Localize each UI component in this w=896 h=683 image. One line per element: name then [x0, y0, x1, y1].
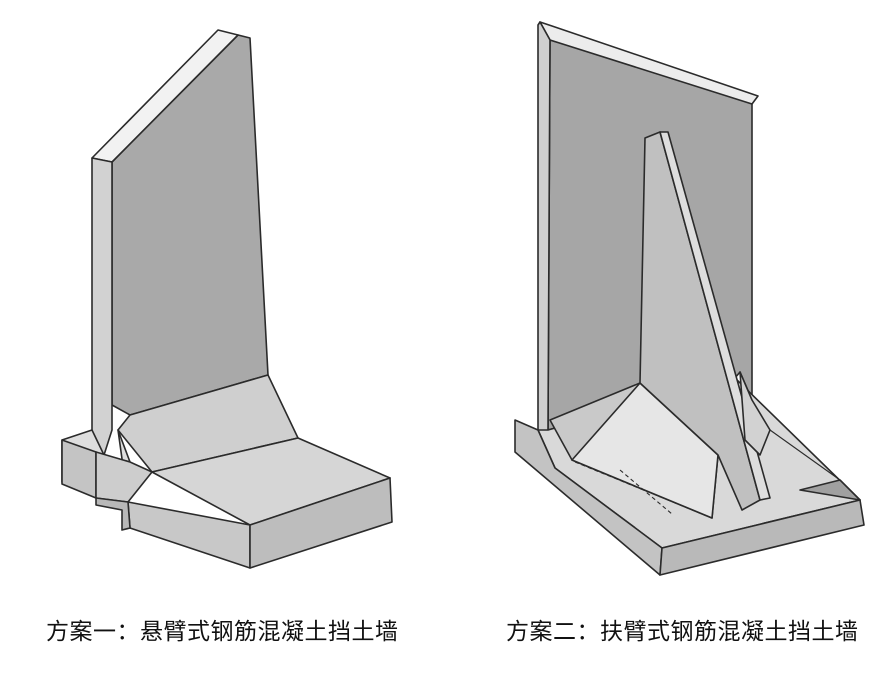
cantilever-stem-front-face	[91, 157, 113, 456]
cantilever-heel-joint-line	[151, 437, 299, 473]
counterfort-wall-front-face	[537, 21, 551, 456]
counterfort-right-haunch-face	[739, 371, 771, 456]
counterfort-corner-bevel-face	[799, 479, 861, 501]
cantilever-base-side-face	[249, 477, 393, 569]
counterfort-base-right-face	[659, 499, 865, 576]
counterfort-wall-caption: 方案二：扶臂式钢筋混凝土挡土墙	[506, 619, 859, 645]
cantilever-toe-block-face	[95, 451, 153, 503]
counterfort-hidden-line-2	[619, 469, 673, 515]
counterfort-retaining-wall-model	[514, 21, 865, 576]
cantilever-retaining-wall-model	[61, 29, 393, 569]
counterfort-edge-line	[769, 429, 841, 481]
cantilever-wall-caption: 方案一：悬臂式钢筋混凝土挡土墙	[46, 619, 399, 645]
counterfort-hidden-line-1	[574, 461, 713, 519]
cantilever-stem-back-face	[111, 34, 269, 416]
cantilever-shear-key-face	[95, 497, 131, 531]
